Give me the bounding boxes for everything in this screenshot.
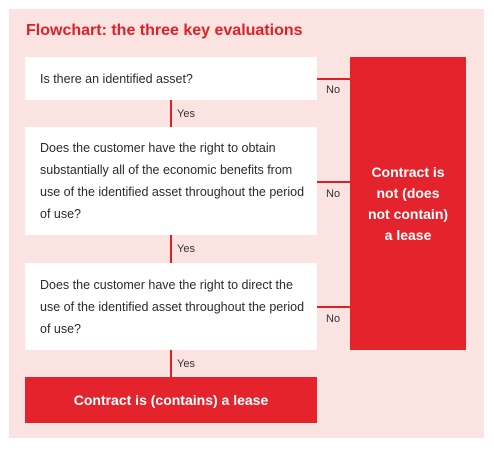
yes-connector-3 [170,350,172,377]
outcome-lease: Contract is (contains) a lease [25,377,317,423]
question-economic-benefits: Does the customer have the right to obta… [25,127,317,235]
yes-connector-1 [170,100,172,127]
no-connector-1 [317,78,350,80]
no-connector-3 [317,306,350,308]
yes-connector-2 [170,235,172,263]
no-label-3: No [326,313,341,325]
no-label-2: No [326,188,341,200]
yes-label-1: Yes [177,108,195,120]
no-label-1: No [326,84,341,96]
no-connector-2 [317,181,350,183]
yes-label-3: Yes [177,358,195,370]
outcome-not-lease: Contract is not (does not contain) a lea… [350,57,466,350]
page-title: Flowchart: the three key evaluations [26,22,303,39]
question-direct-use: Does the customer have the right to dire… [25,263,317,350]
yes-label-2: Yes [177,243,195,255]
question-identified-asset: Is there an identified asset? [25,57,317,100]
